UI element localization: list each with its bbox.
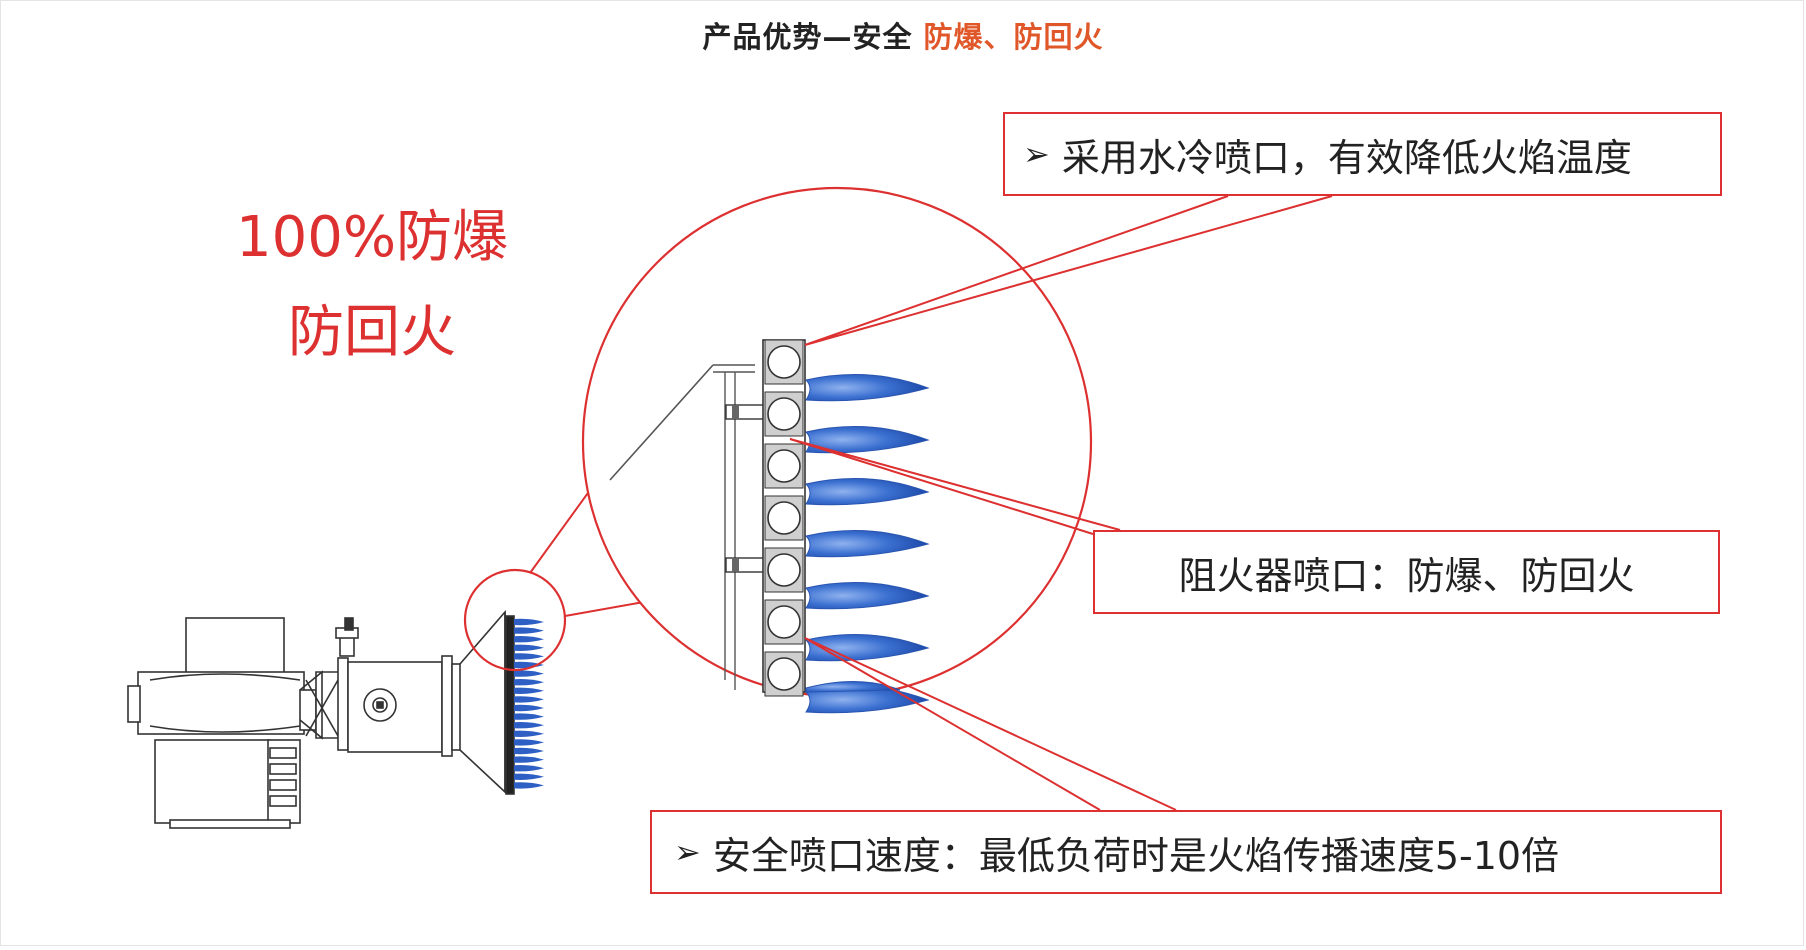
large-flame [805,478,930,506]
small-flame [514,653,544,660]
water-cooled-nozzle-ring [767,657,801,691]
small-flame [514,773,544,780]
small-flame [514,704,544,712]
water-cooled-nozzle-ring [767,501,801,535]
outlet-cone [459,609,506,794]
large-flame [805,582,930,610]
callout-nozzle-speed: ➢ 安全喷口速度：最低负荷时是火焰传播速度5-10倍 [650,810,1722,894]
bolt-lower [725,557,765,573]
zoom-source-circle [463,568,567,672]
title-prefix: 产品优势—安全 [702,20,924,54]
callout-nozzle-speed-text: 安全喷口速度：最低负荷时是火焰传播速度5-10倍 [712,833,1560,878]
large-flame [805,374,930,402]
small-flame [514,618,544,626]
water-cooled-nozzle-ring [767,345,801,379]
small-flame [514,696,544,703]
small-flame [514,765,544,772]
water-cooled-nozzle-ring [767,449,801,483]
flange-left [337,657,349,751]
small-flame [514,756,544,763]
small-flame [514,679,544,686]
burner-body [127,609,515,829]
small-flame-array [514,618,544,789]
fan-top-box [185,617,285,681]
arrow-bullet-icon: ➢ [1023,135,1050,173]
small-flame [514,687,544,694]
water-cooled-nozzle-ring [767,397,801,431]
large-flame [805,681,901,693]
small-flame [514,730,544,737]
small-flame [514,739,544,746]
callout-water-cooled-text: 采用水冷喷口，有效降低火焰温度 [1061,135,1632,180]
small-flame [514,713,544,720]
callout-water-cooled: ➢ 采用水冷喷口，有效降低火焰温度 [1003,112,1722,196]
callout-flame-arrester-text: 阻火器喷口：防爆、防回火 [1178,553,1635,598]
small-flame [514,661,544,669]
large-flame [805,530,930,558]
explosion-proof-label: 100%防爆 [235,205,509,270]
large-flame [805,634,930,662]
motor-box [154,739,271,824]
fan-housing [137,671,305,735]
callout-flame-arrester: 阻火器喷口：防爆、防回火 [1093,530,1720,614]
anti-flashback-label: 防回火 [288,300,456,365]
small-flame [514,627,544,634]
slide-title: 产品优势—安全 防爆、防回火 [0,14,1806,56]
large-flame-array [805,374,930,714]
small-flame [514,670,544,677]
flange-right [441,655,453,757]
magnified-nozzle-detail [609,339,806,697]
nozzle-plate [505,615,515,795]
pointer-water-cooled [804,195,1333,346]
small-flame [514,782,544,789]
water-cooled-nozzle-ring [767,605,801,639]
arrow-bullet-icon: ➢ [674,833,701,871]
callout-pointers [789,195,1333,811]
pointer-flame-arrester [789,438,1121,535]
small-flame [514,722,544,729]
title-accent: 防爆、防回火 [923,20,1104,54]
bolt-upper [725,404,765,420]
small-flame [514,636,544,643]
small-flame [514,747,544,755]
small-flame [514,644,544,651]
pointer-nozzle-speed [804,637,1177,811]
water-cooled-nozzle-ring [767,553,801,587]
